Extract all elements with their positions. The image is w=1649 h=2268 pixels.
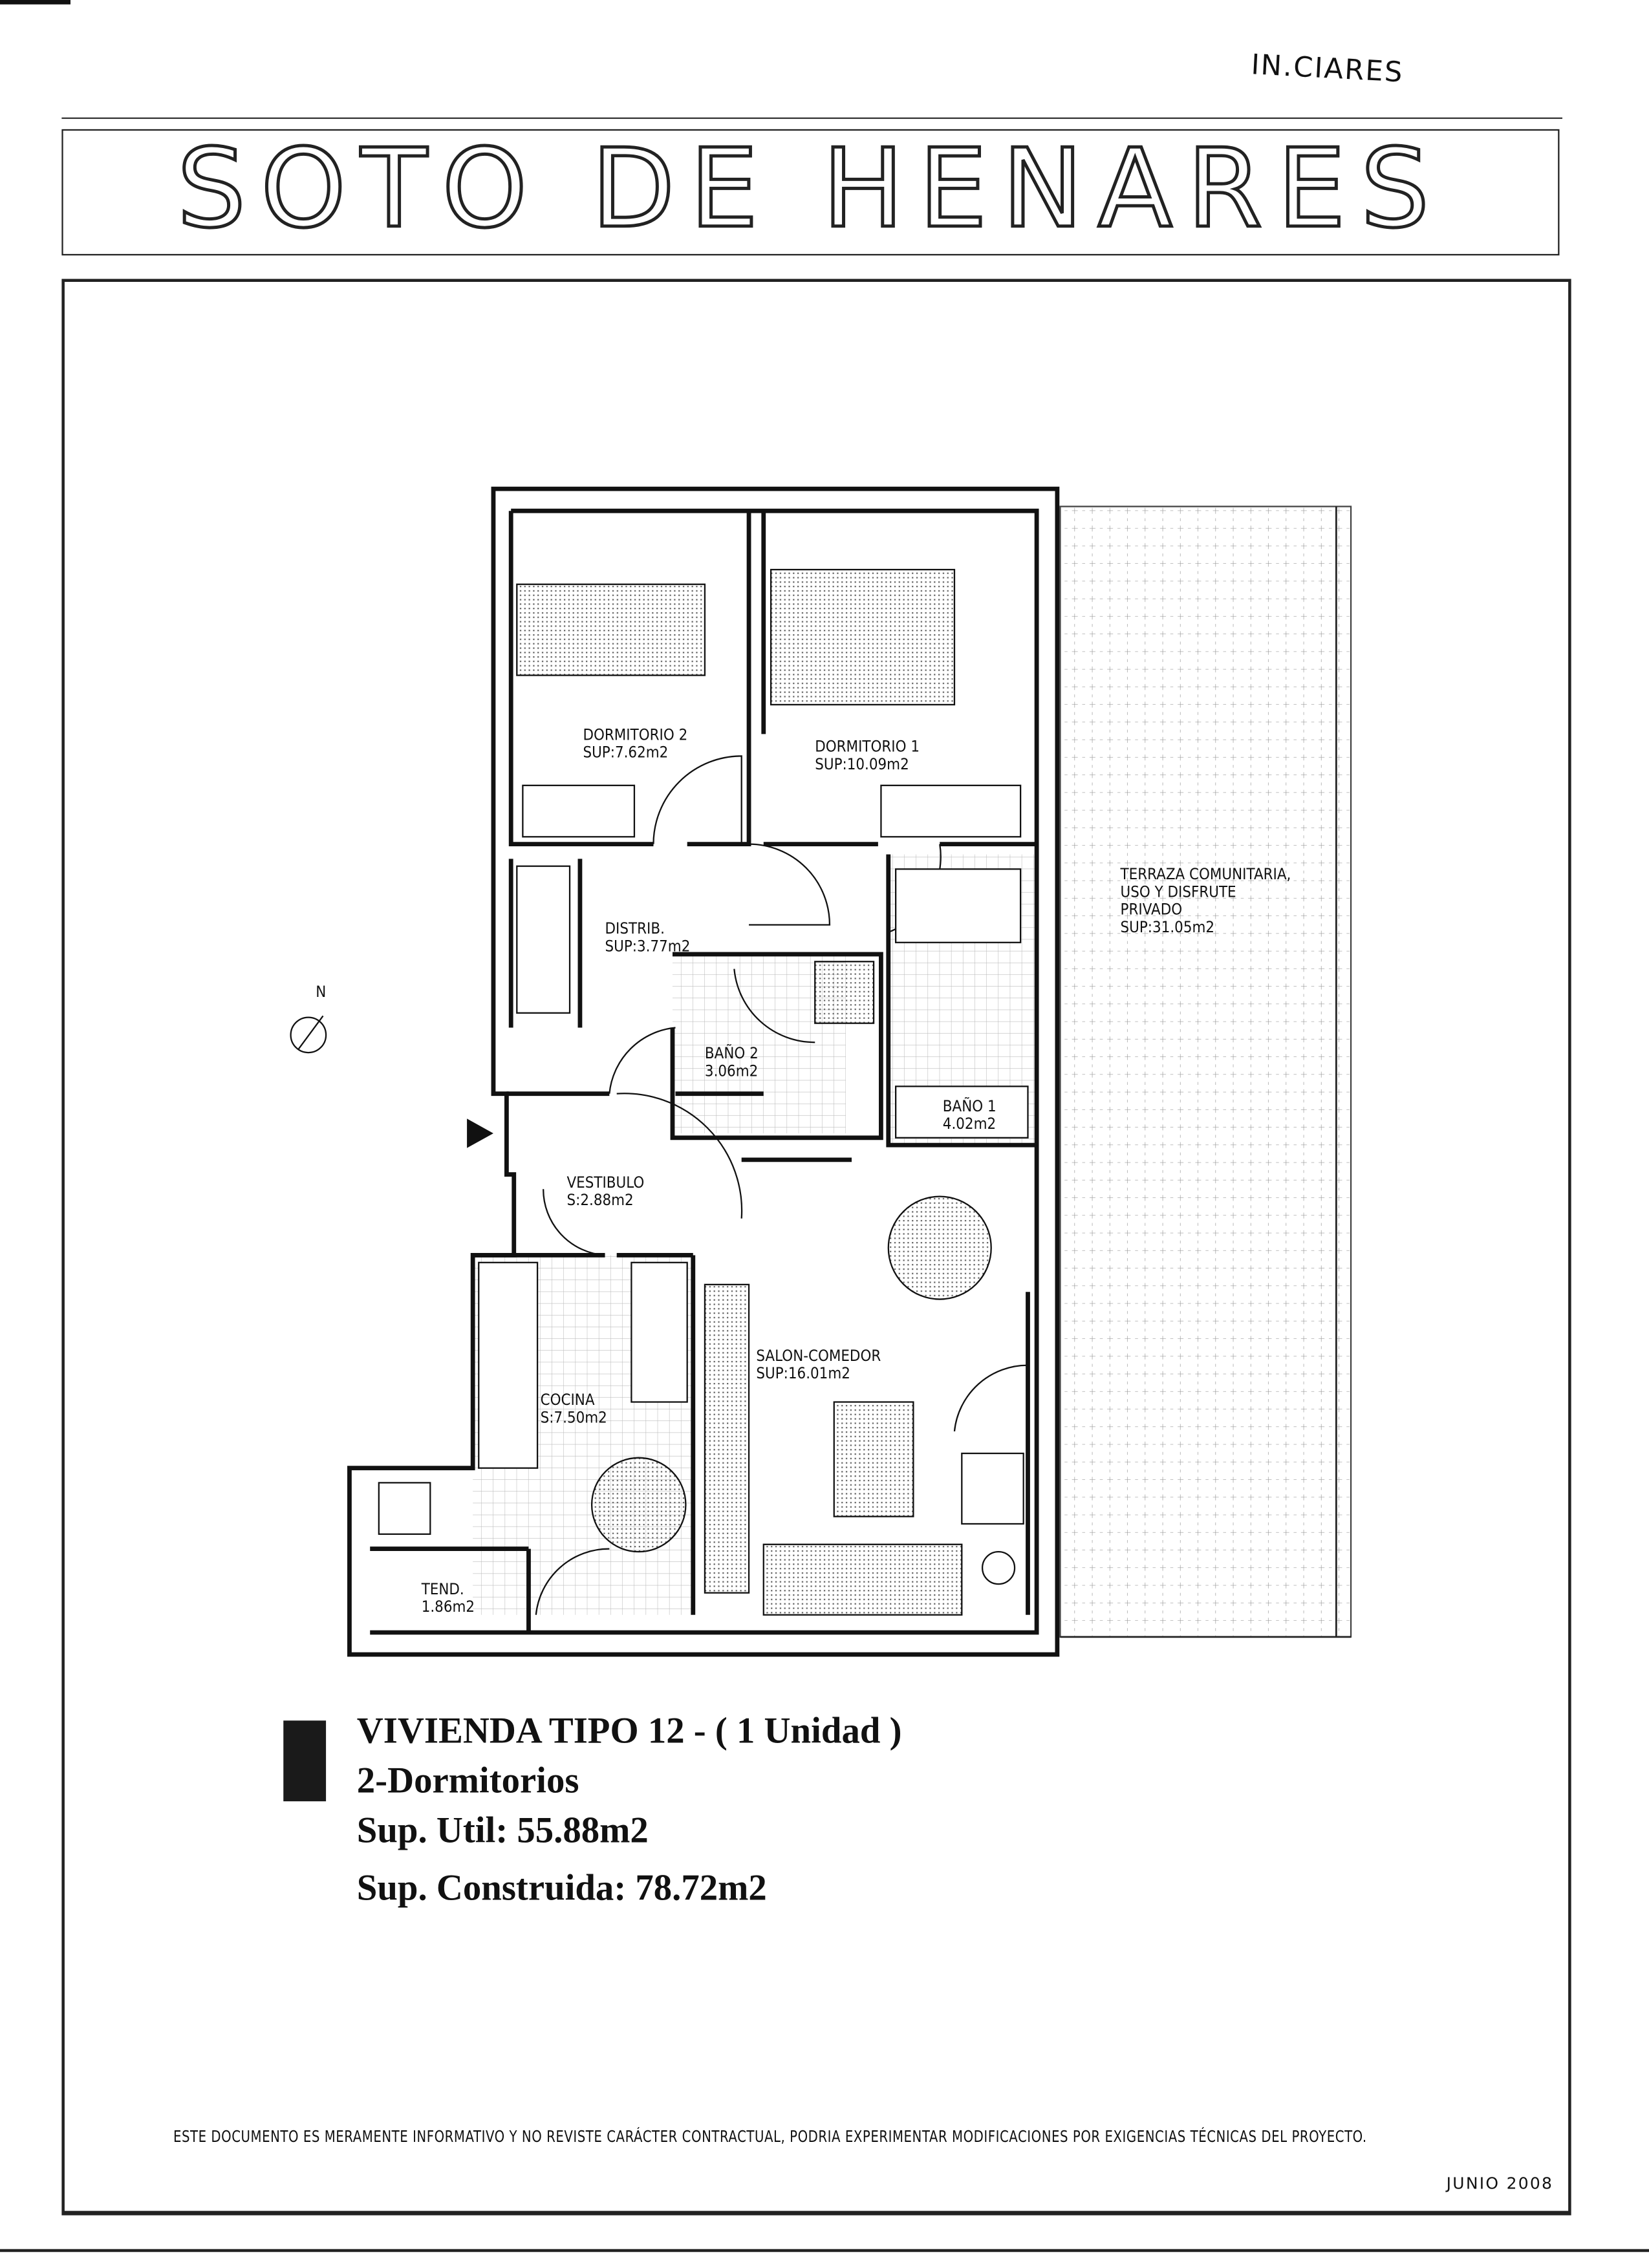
room-area: SUP:7.62m2 <box>583 744 669 762</box>
room-name: BAÑO 2 <box>704 1045 759 1063</box>
room-name: BAÑO 1 <box>942 1098 997 1116</box>
unit-useful-area: Sup. Util: 55.88m2 <box>356 1812 649 1852</box>
terrace <box>1059 506 1352 1638</box>
room-use-2: PRIVADO <box>1120 901 1183 919</box>
unit-info: VIVIENDA TIPO 12 - ( 1 Unidad ) 2-Dormit… <box>357 1707 902 1914</box>
room-name: DISTRIB. <box>605 920 665 938</box>
entrance-arrow-icon <box>467 1118 493 1148</box>
room-name: SALON-COMEDOR <box>756 1347 881 1365</box>
room-area: SUP:16.01m2 <box>756 1365 850 1383</box>
doors <box>535 755 1029 1615</box>
document-date: JUNIO 2008 <box>1446 2174 1554 2194</box>
main-frame <box>61 279 1571 2216</box>
room-area: SUP:3.77m2 <box>605 937 691 956</box>
unit-type: VIVIENDA TIPO 12 - ( 1 Unidad ) <box>356 1711 902 1751</box>
room-tend: TEND.1.86m2 <box>422 1581 475 1616</box>
room-area: S:2.88m2 <box>566 1192 634 1210</box>
walls <box>347 486 1060 1657</box>
title-rule <box>61 117 1563 119</box>
room-name: COCINA <box>540 1391 595 1409</box>
room-area: 3.06m2 <box>704 1062 759 1081</box>
unit-bedrooms: 2-Dormitorios <box>356 1761 579 1802</box>
room-area: 4.02m2 <box>942 1115 997 1133</box>
room-distrib: DISTRIB.SUP:3.77m2 <box>605 921 691 956</box>
bottom-rule <box>0 2249 1649 2252</box>
scan-mark <box>0 0 70 5</box>
unit-built-area: Sup. Construida: 78.72m2 <box>356 1868 767 1909</box>
furniture <box>290 568 1029 1616</box>
room-name: TERRAZA COMUNITARIA, <box>1120 866 1291 884</box>
north-label: N <box>316 983 327 1001</box>
page-title: SOTO DE HENARES <box>175 126 1445 253</box>
room-name: TEND. <box>421 1581 464 1599</box>
title-box <box>61 129 1560 256</box>
type-marker <box>283 1720 327 1802</box>
room-name: VESTIBULO <box>566 1174 645 1192</box>
room-name: DORMITORIO 2 <box>583 726 688 745</box>
room-area: SUP:10.09m2 <box>815 756 909 774</box>
room-name: DORMITORIO 1 <box>815 738 920 756</box>
room-use: USO Y DISFRUTE <box>1120 883 1236 902</box>
room-area: 1.86m2 <box>421 1598 475 1617</box>
disclaimer: ESTE DOCUMENTO ES MERAMENTE INFORMATIVO … <box>173 2127 1367 2146</box>
room-area: S:7.50m2 <box>540 1409 607 1428</box>
room-area: SUP:31.05m2 <box>1120 919 1215 937</box>
